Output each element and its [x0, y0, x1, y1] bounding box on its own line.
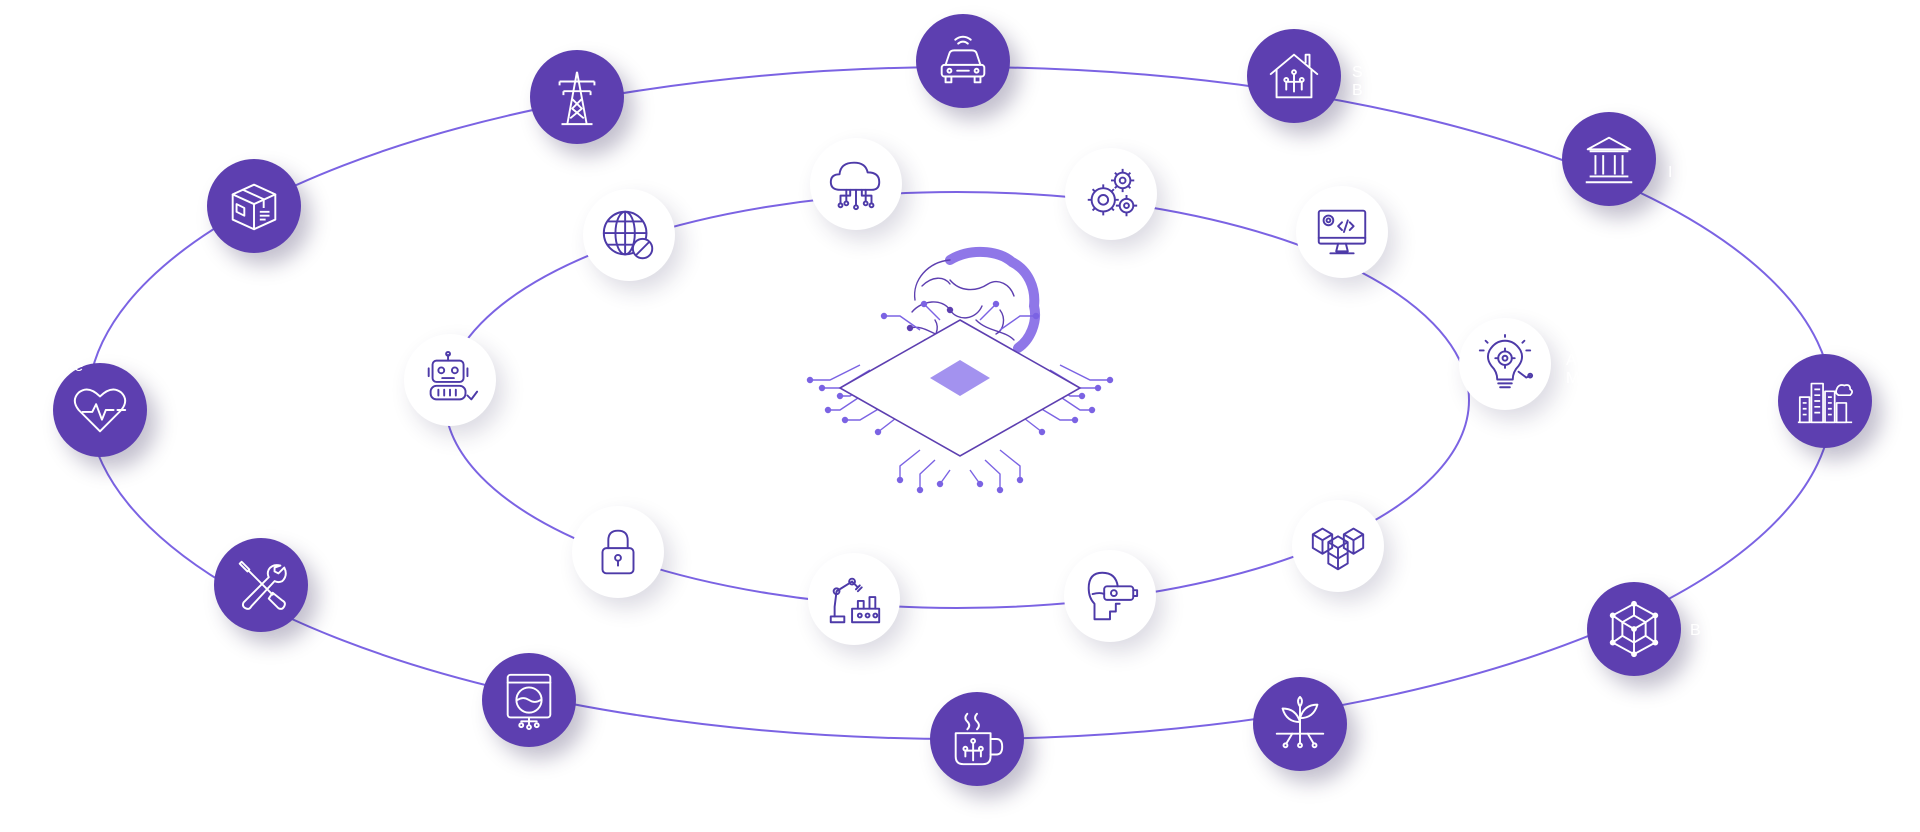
tools-node[interactable] [214, 538, 308, 632]
healthcare-heart-icon [73, 388, 127, 433]
power-tower-icon [558, 71, 596, 126]
blockchain-cube-icon [1609, 600, 1659, 658]
smart-agriculture-node[interactable] [1253, 677, 1347, 771]
smart-washing-machine-node[interactable] [482, 653, 576, 747]
vr-headset-node[interactable] [1064, 550, 1156, 642]
connected-car-node[interactable] [916, 14, 1010, 108]
power-tower-node[interactable] [530, 50, 624, 144]
idea-bulb-gear-node[interactable] [1459, 318, 1551, 410]
package-box-icon [231, 183, 277, 231]
idea-bulb-gear-icon [1478, 333, 1534, 389]
code-monitor-node[interactable] [1296, 186, 1388, 278]
smart-city-node[interactable] [1778, 354, 1872, 448]
robot-bot-icon [427, 350, 479, 401]
data-storage-blocks-icon [1311, 527, 1365, 571]
gear-automation-icon [1087, 168, 1138, 217]
connected-car-icon [940, 35, 986, 84]
code-monitor-icon [1317, 209, 1367, 255]
bank-node[interactable] [1562, 112, 1656, 206]
smart-agriculture-icon [1275, 695, 1325, 749]
smart-coffee-icon [954, 712, 1004, 766]
healthcare-heart-node[interactable] [53, 363, 147, 457]
vr-headset-icon [1087, 571, 1139, 621]
blockchain-cube-node[interactable] [1587, 582, 1681, 676]
robotic-arm-factory-icon [829, 577, 881, 624]
ai-brain-chip-icon [800, 240, 1120, 540]
smart-coffee-node[interactable] [930, 692, 1024, 786]
robotic-arm-factory-node[interactable] [808, 553, 900, 645]
smart-home-node[interactable] [1247, 29, 1341, 123]
bank-icon [1585, 136, 1633, 184]
cloud-computing-node[interactable] [810, 138, 902, 230]
padlock-icon [601, 529, 635, 575]
chip-core [930, 360, 990, 396]
cloud-computing-icon [829, 161, 881, 211]
gear-automation-node[interactable] [1065, 148, 1157, 240]
smart-city-icon [1797, 382, 1853, 424]
padlock-node[interactable] [572, 506, 664, 598]
smart-home-icon [1269, 53, 1319, 99]
data-storage-blocks-node[interactable] [1292, 500, 1384, 592]
tools-icon [238, 560, 287, 610]
package-box-node[interactable] [207, 159, 301, 253]
robot-bot-node[interactable] [404, 334, 496, 426]
secure-globe-icon [602, 210, 654, 260]
secure-globe-node[interactable] [583, 189, 675, 281]
smart-washing-machine-icon [506, 673, 552, 731]
